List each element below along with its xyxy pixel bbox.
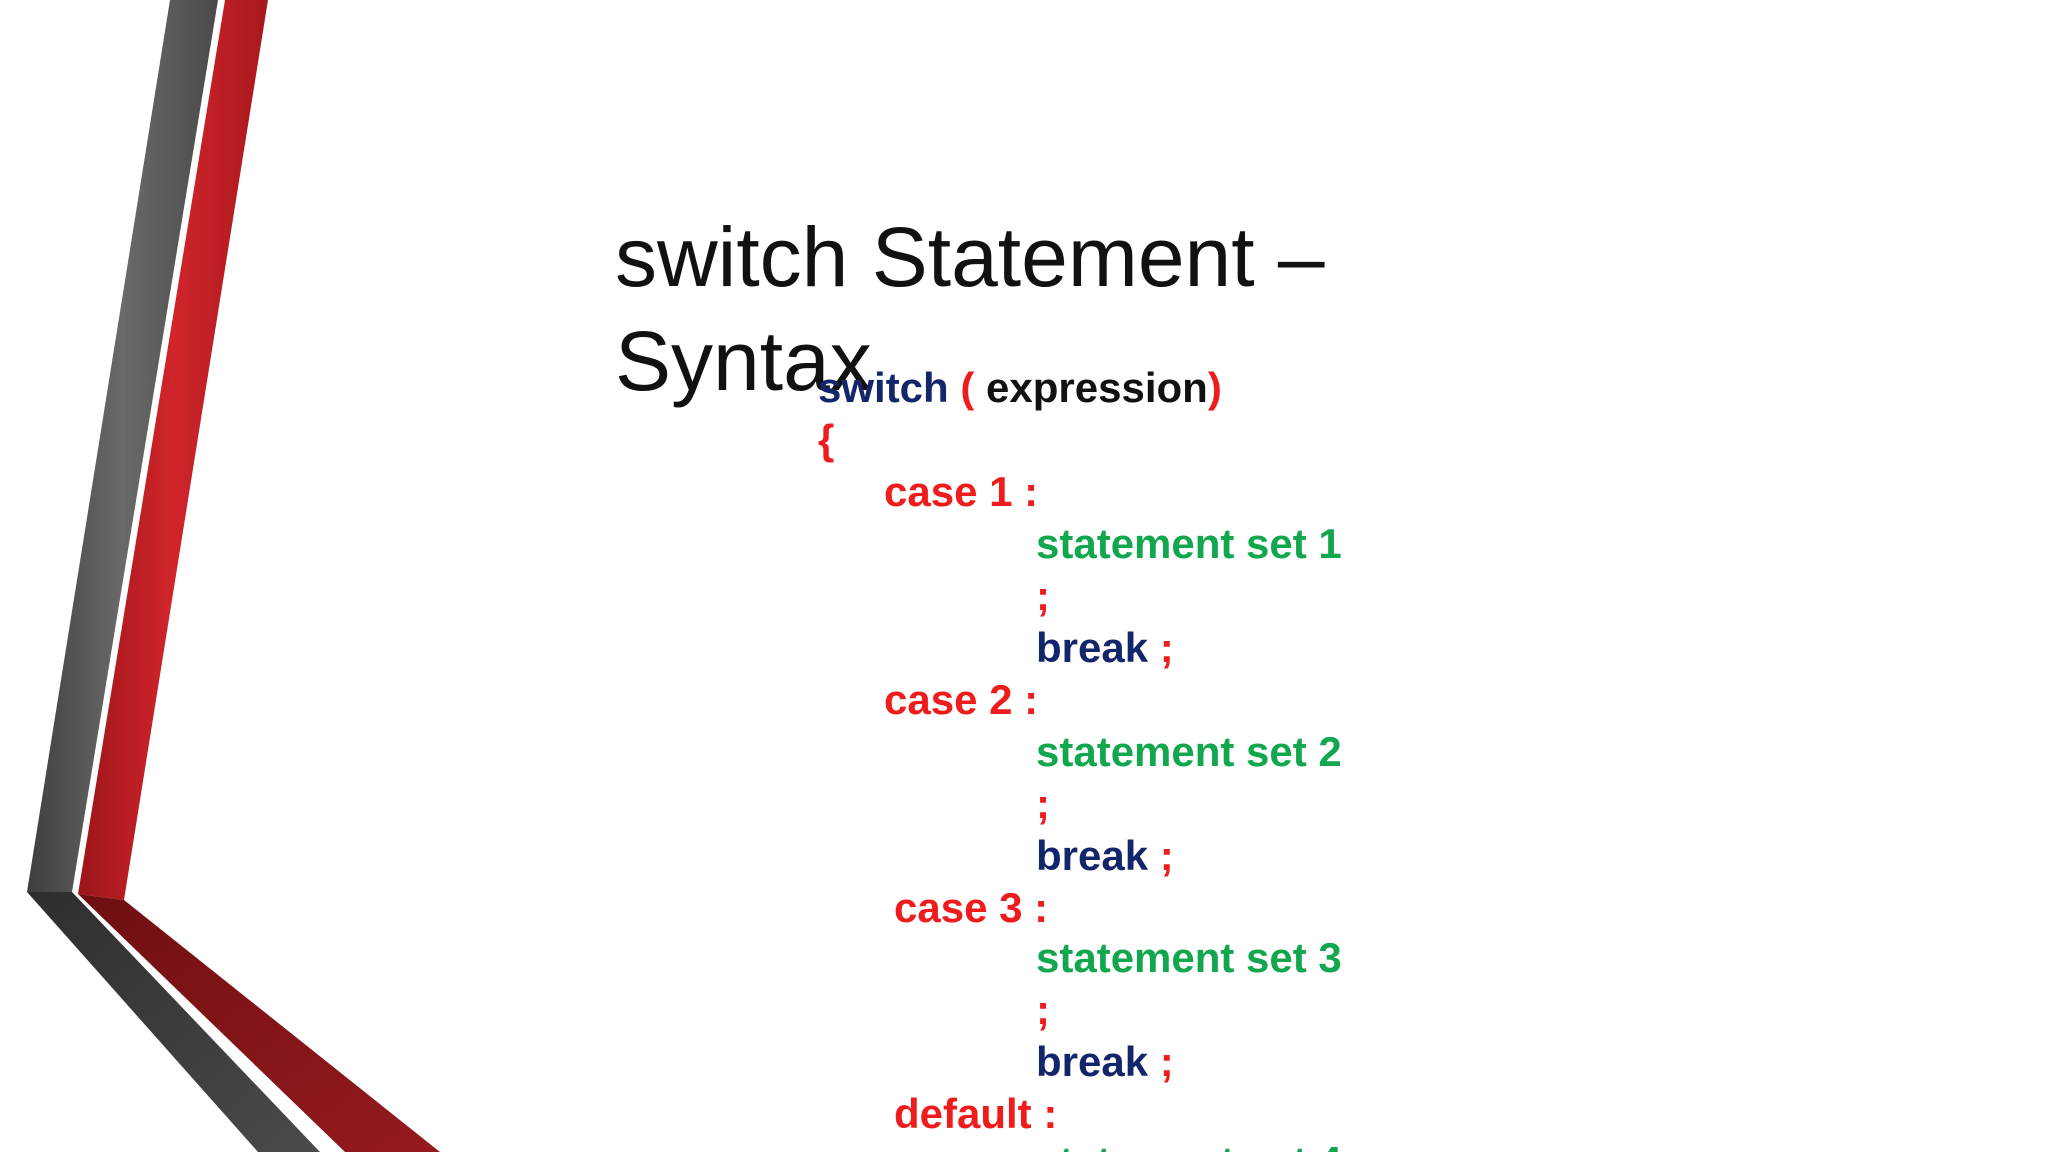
gray-band-lower — [27, 892, 320, 1152]
case1-statement: statement set 1 — [1036, 520, 1342, 567]
slide-title: switch Statement – Syntax — [615, 210, 1325, 408]
case1-break-line: break ; — [1036, 622, 1174, 674]
code-line-switch: switch ( expression) — [818, 362, 1222, 414]
default-statement: statement set 4 — [1036, 1136, 1342, 1152]
expression-text: expression — [986, 364, 1208, 411]
case2-label: case 2 : — [884, 676, 1039, 723]
switch-keyword: switch — [818, 364, 949, 411]
case3-break: break — [1036, 1038, 1149, 1085]
case1-break-semicolon: ; — [1159, 624, 1174, 671]
case3-break-semicolon: ; — [1159, 1038, 1174, 1085]
close-paren: ) — [1207, 364, 1222, 411]
case2-break: break — [1036, 832, 1149, 879]
case2-break-semicolon: ; — [1159, 832, 1174, 879]
case3-break-line: break ; — [1036, 1036, 1174, 1088]
gray-band-upper — [27, 0, 218, 892]
case3-label: case 3 : — [894, 884, 1049, 931]
case1-label: case 1 : — [884, 468, 1039, 515]
case3-statement: statement set 3 — [1036, 934, 1342, 981]
case1-semicolon: ; — [1036, 572, 1050, 619]
red-band-lower — [78, 894, 440, 1152]
case1-break: break — [1036, 624, 1149, 671]
open-brace: { — [818, 416, 835, 463]
case2-statement: statement set 2 — [1036, 728, 1342, 775]
case2-semicolon: ; — [1036, 780, 1050, 827]
open-paren: ( — [960, 364, 975, 411]
red-band-upper — [78, 0, 268, 900]
case2-break-line: break ; — [1036, 830, 1174, 882]
default-label: default : — [894, 1090, 1058, 1137]
case3-semicolon: ; — [1036, 986, 1050, 1033]
